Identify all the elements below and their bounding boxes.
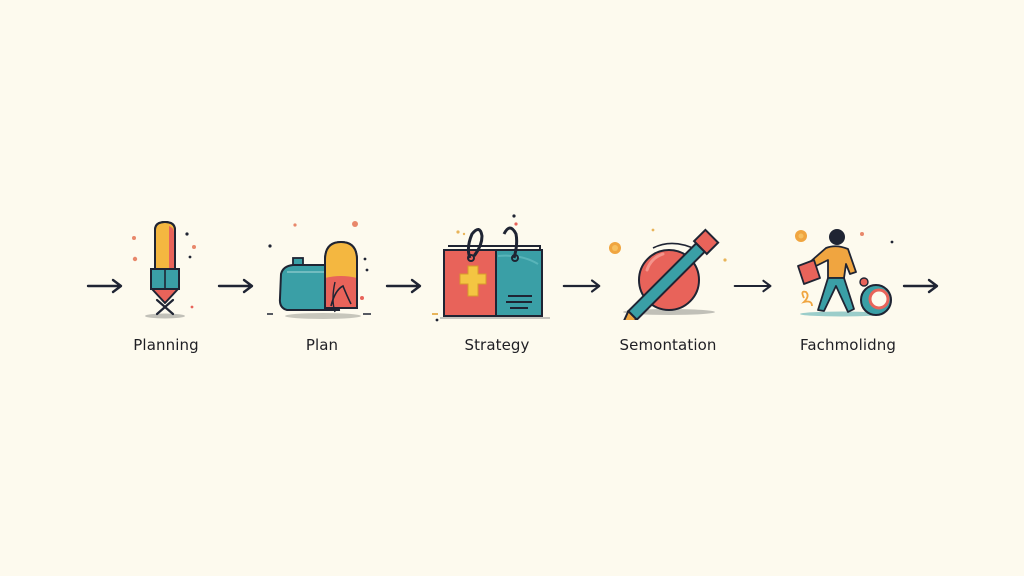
pencil-marker-icon <box>132 220 196 319</box>
arrow-right-icon <box>902 278 939 294</box>
mailbox-icon <box>267 221 371 319</box>
arrow-right-icon <box>562 279 601 293</box>
arrow-right-icon <box>385 278 422 294</box>
step-label: Semontation <box>619 336 717 354</box>
step-label: Fachmolidng <box>800 336 896 354</box>
step-label: Plan <box>305 336 339 354</box>
step-label: Planning <box>133 336 199 354</box>
person-walking-icon <box>795 229 894 317</box>
arrow-right-icon <box>733 279 772 293</box>
ball-pencil-icon <box>609 228 727 320</box>
step-label: Strategy <box>464 336 530 354</box>
arrow-right-icon <box>86 278 123 294</box>
bag-folder-icon <box>432 214 550 322</box>
arrow-right-icon <box>217 278 254 294</box>
